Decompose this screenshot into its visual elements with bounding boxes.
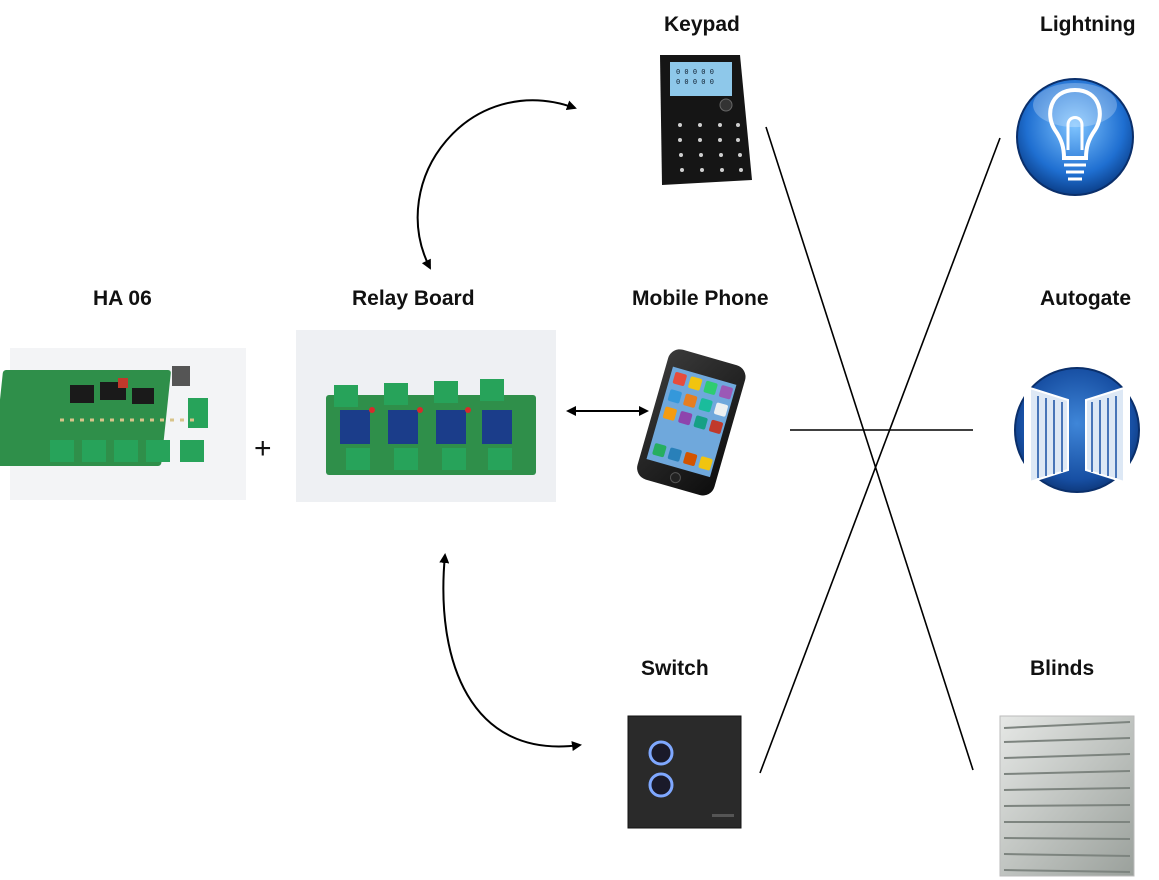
relay-switch-arrow bbox=[439, 553, 582, 752]
relay-keypad-arrow bbox=[416, 99, 577, 270]
light-bulb-icon bbox=[1016, 78, 1134, 196]
gate-icon bbox=[1014, 367, 1140, 493]
svg-text:0 0 0 0 0: 0 0 0 0 0 bbox=[676, 78, 714, 86]
wall-switch-icon bbox=[627, 715, 742, 829]
smartphone-icon bbox=[637, 349, 746, 496]
blinds-icon bbox=[999, 715, 1135, 877]
relay-board-icon bbox=[296, 330, 556, 502]
relay-board-label: Relay Board bbox=[352, 287, 475, 310]
switch-to-lightning-line bbox=[759, 137, 1001, 774]
keypad-icon: 0 0 0 0 0 0 0 0 0 0 bbox=[660, 55, 752, 185]
mobile-phone-label: Mobile Phone bbox=[632, 287, 769, 310]
plus-sign: + bbox=[254, 432, 272, 465]
lightning-label: Lightning bbox=[1040, 13, 1136, 36]
keypad-to-blinds-line bbox=[765, 126, 974, 771]
circuit-board-icon bbox=[0, 348, 246, 500]
ha06-label: HA 06 bbox=[93, 287, 152, 310]
svg-text:0 0 0 0 0: 0 0 0 0 0 bbox=[676, 68, 714, 76]
keypad-label: Keypad bbox=[664, 13, 740, 36]
connections bbox=[416, 99, 1001, 774]
switch-label: Switch bbox=[641, 657, 709, 680]
blinds-label: Blinds bbox=[1030, 657, 1095, 680]
autogate-label: Autogate bbox=[1040, 287, 1131, 310]
